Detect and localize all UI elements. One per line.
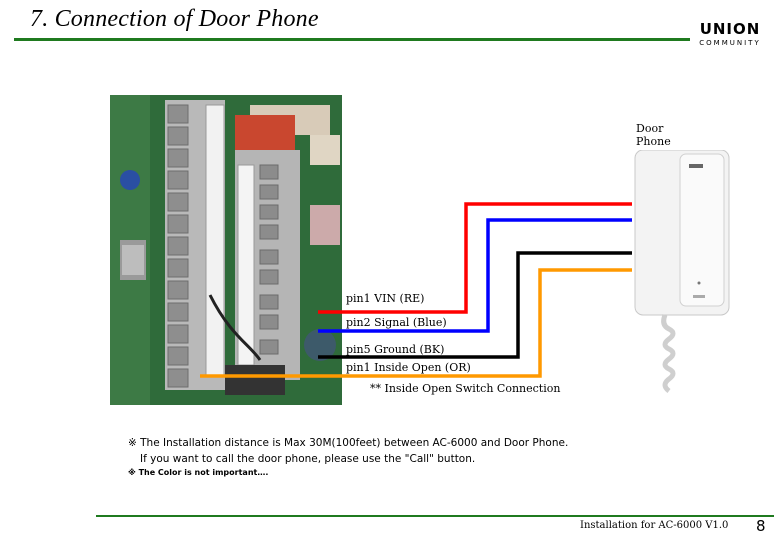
call-button-note: If you want to call the door phone, plea… <box>140 453 476 465</box>
door-phone-device <box>634 150 730 393</box>
door-phone-label-line1: Door <box>636 122 664 135</box>
footer-divider <box>96 515 774 517</box>
union-community-logo: UNION COMMUNITY <box>692 22 768 50</box>
page-title: 7. Connection of Door Phone <box>30 6 319 32</box>
inside-open-note: ** Inside Open Switch Connection <box>370 382 561 395</box>
door-phone-label-line2: Phone <box>636 135 671 148</box>
color-note: ※ The Color is not important…. <box>128 468 269 477</box>
pin-label-ground: pin5 Ground (BK) <box>346 343 445 356</box>
title-divider <box>14 38 690 41</box>
logo-sub-text: COMMUNITY <box>699 39 761 47</box>
installation-distance-note: ※ The Installation distance is Max 30M(1… <box>128 437 569 449</box>
pin-label-vin: pin1 VIN (RE) <box>346 292 425 305</box>
terminal-board-photo <box>110 95 342 405</box>
pin-label-inside-open: pin1 Inside Open (OR) <box>346 361 471 374</box>
blue-wire <box>318 218 632 333</box>
logo-main-text: UNION <box>699 20 761 38</box>
black-wire <box>318 251 632 359</box>
door-phone-label: Door Phone <box>636 122 671 148</box>
page-number: 8 <box>756 517 766 535</box>
footer-doc-name: Installation for AC-6000 V1.0 <box>580 520 729 531</box>
pin-label-signal: pin2 Signal (Blue) <box>346 316 447 329</box>
